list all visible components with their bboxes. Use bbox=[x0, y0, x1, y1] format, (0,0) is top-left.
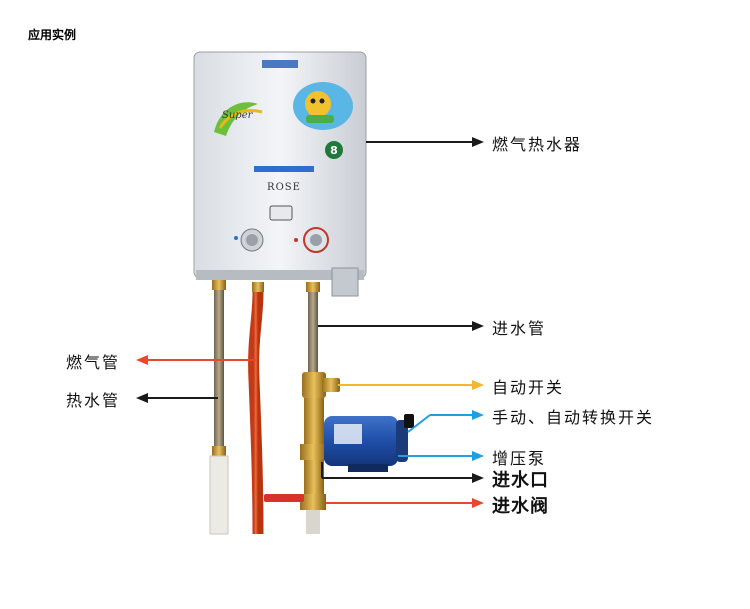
inlet-valve bbox=[264, 494, 326, 534]
page-title: 应用实例 bbox=[28, 28, 77, 42]
label-heater: 燃气热水器 bbox=[492, 135, 583, 154]
brand-text: ROSE bbox=[267, 182, 301, 193]
brass-fittings bbox=[300, 398, 326, 500]
label-gas-pipe: 燃气管 bbox=[66, 353, 121, 372]
logo-swirl bbox=[214, 102, 258, 136]
label-manual-auto-switch: 手动、自动转换开关 bbox=[492, 408, 655, 427]
gas-hose bbox=[248, 282, 264, 535]
auto-switch bbox=[302, 372, 340, 398]
logo-text: Super bbox=[222, 110, 254, 121]
label-hot-water-pipe: 热水管 bbox=[66, 391, 121, 410]
inlet-pipe bbox=[306, 282, 320, 372]
model-badge bbox=[325, 141, 343, 159]
badge-number: 8 bbox=[330, 144, 338, 157]
label-water-inlet: 进水口 bbox=[492, 470, 549, 491]
label-inlet-pipe: 进水管 bbox=[492, 319, 547, 338]
display-window bbox=[269, 205, 293, 221]
info-band bbox=[254, 166, 314, 172]
label-booster-pump: 增压泵 bbox=[492, 449, 547, 468]
brand-strip bbox=[262, 60, 298, 68]
water-heater: Super 8 ROSE bbox=[193, 51, 367, 297]
cartoon-sticker bbox=[293, 82, 353, 130]
booster-pump bbox=[324, 414, 414, 472]
arrows bbox=[136, 137, 484, 508]
hot-water-pipe bbox=[209, 280, 229, 535]
label-auto-switch: 自动开关 bbox=[492, 378, 565, 397]
right-knob bbox=[303, 227, 329, 253]
label-inlet-valve: 进水阀 bbox=[492, 496, 549, 517]
left-knob bbox=[240, 228, 264, 252]
